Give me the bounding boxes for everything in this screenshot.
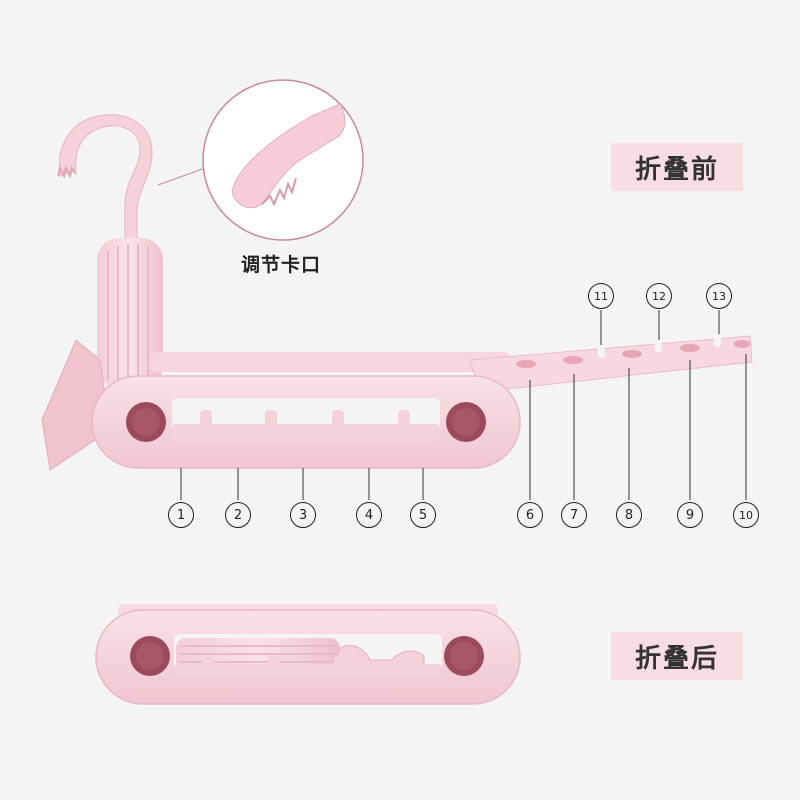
hanger-hook [58,114,153,241]
marker-11: 11 [588,283,614,309]
leader-lines [180,310,747,500]
marker-1: 1 [168,502,194,528]
marker-3: 3 [290,502,316,528]
marker-6: 6 [517,502,543,528]
hanger-folded [95,604,521,705]
marker-7: 7 [561,502,587,528]
hanger-left-flap [41,339,111,471]
callout-magnifier [157,79,364,241]
label-after-fold: 折叠后 [611,632,743,680]
callout-label: 调节卡口 [240,254,321,276]
hanger-ribbed-arm [97,238,163,388]
marker-5: 5 [410,502,436,528]
marker-2: 2 [225,502,251,528]
marker-10: 10 [733,502,759,528]
hanger-extension-arm [469,335,753,393]
marker-12: 12 [646,283,672,309]
label-before-fold: 折叠前 [611,143,743,191]
marker-9: 9 [677,502,703,528]
hanger-unfolded [41,114,753,471]
marker-4: 4 [356,502,382,528]
marker-8: 8 [616,502,642,528]
marker-13: 13 [706,283,732,309]
